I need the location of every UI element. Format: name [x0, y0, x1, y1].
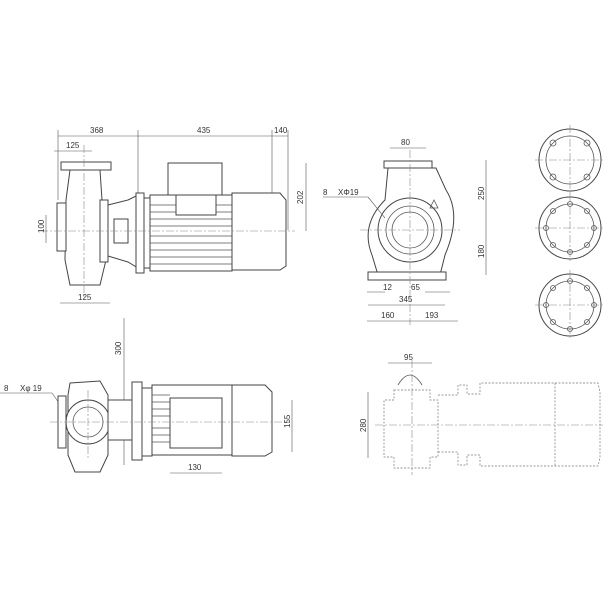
outline-view: 95 280 — [359, 353, 603, 475]
dim-202: 202 — [296, 190, 305, 204]
dim-435: 435 — [197, 126, 211, 135]
top-bolt-spec: Xφ 19 — [20, 384, 42, 393]
dim-280: 280 — [359, 418, 368, 432]
dim-130: 130 — [188, 463, 202, 472]
front-bolt-count: 8 — [323, 188, 328, 197]
dim-140: 140 — [274, 126, 288, 135]
top-view: 300 8 Xφ 19 155 130 — [0, 318, 293, 474]
dim-300: 300 — [114, 341, 123, 355]
flange-4-hole — [535, 125, 603, 195]
flange-views — [535, 125, 603, 340]
flange-8-hole-b — [535, 270, 603, 340]
dim-250: 250 — [477, 186, 486, 200]
dim-125-top: 125 — [66, 141, 80, 150]
dim-95: 95 — [404, 353, 413, 362]
dim-368: 368 — [90, 126, 104, 135]
dim-125-bottom: 125 — [78, 293, 92, 302]
front-bolt-spec: XΦ19 — [338, 188, 359, 197]
dim-155: 155 — [283, 414, 292, 428]
dim-100: 100 — [37, 219, 46, 233]
side-view: 368 435 140 125 100 202 125 — [37, 126, 307, 304]
dim-345: 345 — [399, 295, 413, 304]
top-bolt-count: 8 — [4, 384, 9, 393]
flange-8-hole-a — [535, 193, 603, 263]
dim-65: 65 — [411, 283, 420, 292]
dim-180: 180 — [477, 244, 486, 258]
front-view: 80 8 XΦ19 250 180 12 65 345 160 193 — [323, 138, 487, 325]
dim-193: 193 — [425, 311, 439, 320]
dim-12: 12 — [383, 283, 392, 292]
dim-160: 160 — [381, 311, 395, 320]
dim-80: 80 — [401, 138, 410, 147]
